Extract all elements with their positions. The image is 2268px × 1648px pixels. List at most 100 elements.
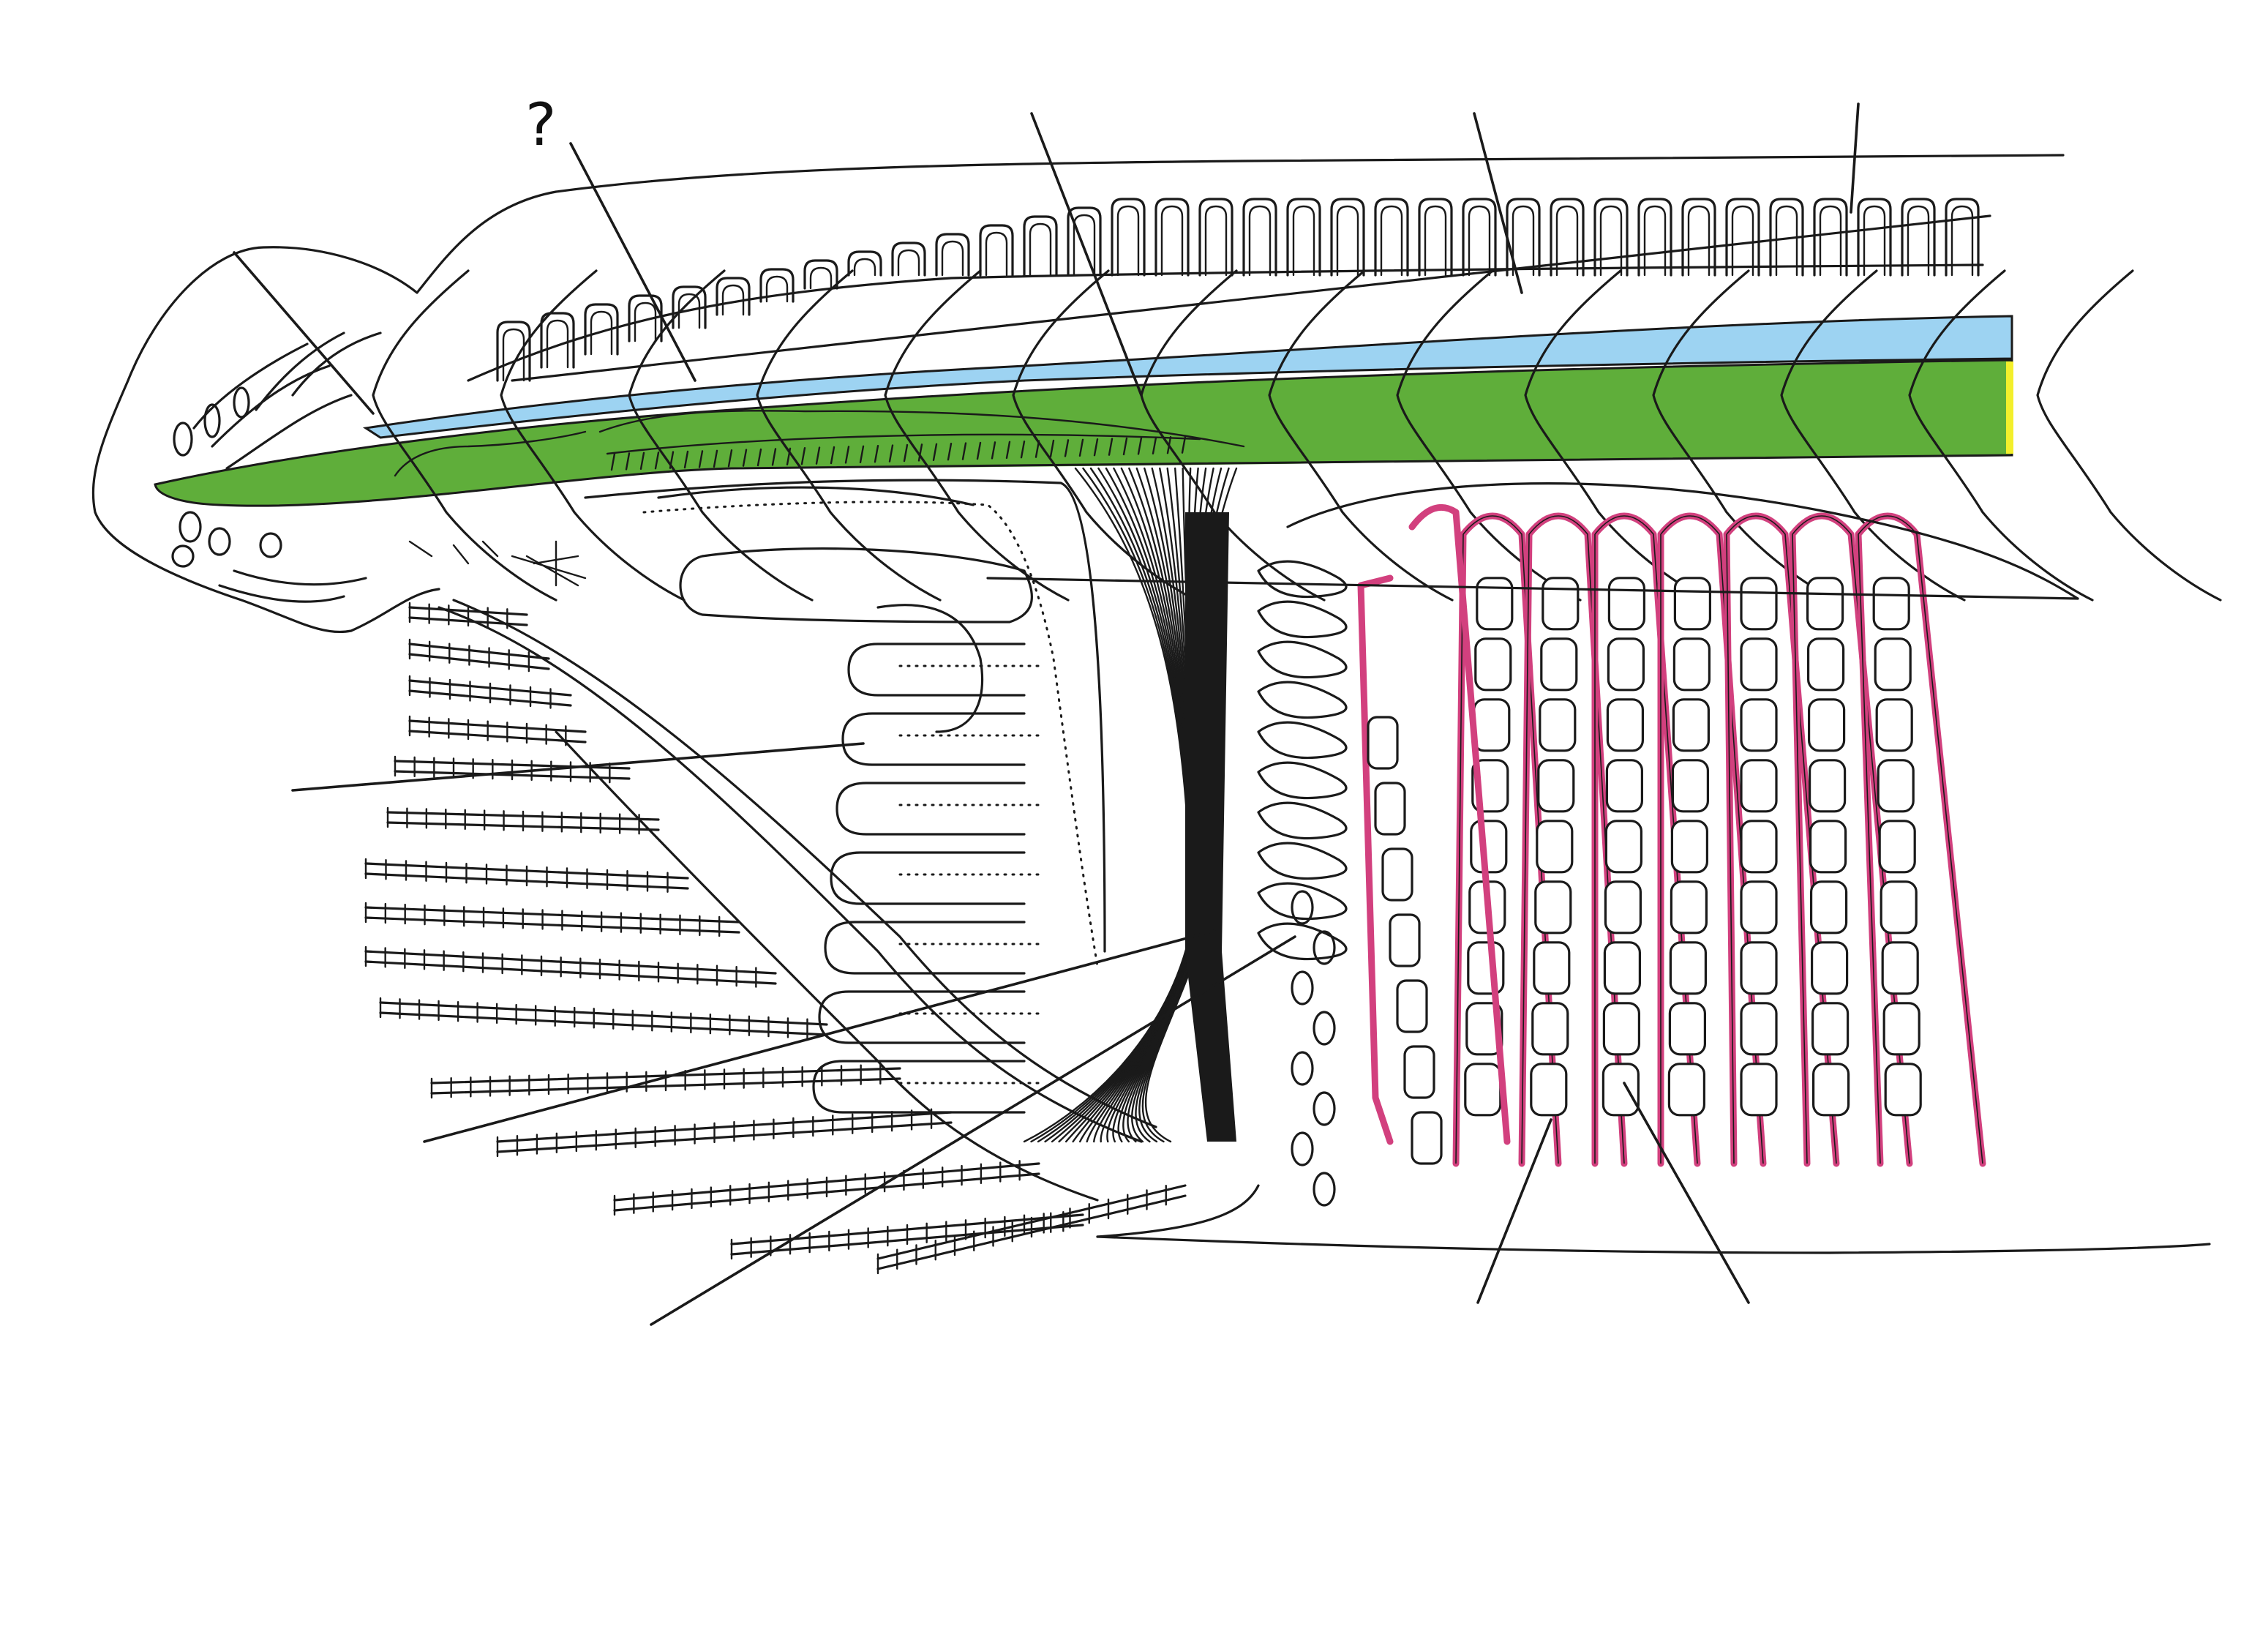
cirri-axis <box>555 730 1099 1202</box>
gonad-cell <box>1396 979 1428 1033</box>
notochord-comb-tick <box>742 449 748 467</box>
fin-ray-box <box>1330 198 1365 277</box>
notochord-comb-tick <box>713 449 718 468</box>
velar-tentacle <box>1257 842 1348 880</box>
notochord-comb-tick <box>991 441 996 460</box>
gill-fold <box>841 712 1026 766</box>
fin-ray-chamber <box>941 240 964 277</box>
dorsal-fin-rays <box>496 198 1991 382</box>
notochord-comb-tick <box>947 443 953 461</box>
gill-fold <box>824 921 1026 975</box>
fin-ray-box <box>1286 198 1321 277</box>
fin-ray-box <box>1813 198 1848 277</box>
gonad-cell <box>1740 941 1778 995</box>
fin-ray-box <box>847 250 882 277</box>
gonad-cell <box>1811 941 1849 995</box>
body-outline <box>91 154 2211 1254</box>
myoseptum <box>1780 269 1966 602</box>
notochord-comb-tick <box>1049 439 1055 458</box>
gonad-cell <box>1542 577 1580 631</box>
fin-ray-chamber <box>1599 205 1623 277</box>
fin-ray-box <box>1901 198 1936 277</box>
gill-fold <box>830 851 1026 905</box>
velar-tentacle <box>1313 1011 1336 1046</box>
notochord-comb-tick <box>1005 441 1011 459</box>
fin-ray-chamber <box>1248 205 1272 277</box>
gonad-cell <box>1476 577 1514 631</box>
gonad-cell <box>1673 577 1711 631</box>
fin-ray-chamber <box>985 231 1008 277</box>
fin-ray-box <box>1154 198 1190 277</box>
myoseptum <box>2036 269 2222 602</box>
notochord-comb-tick <box>771 448 777 466</box>
gonad-cell <box>1880 880 1918 935</box>
fin-ray-box <box>935 233 970 277</box>
leader-lines <box>233 102 1860 1326</box>
notochord-comb-tick <box>654 452 660 470</box>
gonad-cell <box>1670 880 1708 935</box>
cirrus-stem <box>379 1001 828 1026</box>
buccal-cirri <box>364 599 1187 1275</box>
notochord-comb-tick <box>815 446 821 465</box>
gonad-cell <box>1602 1063 1640 1117</box>
cirrus-stem <box>364 906 740 924</box>
gonad-cell <box>1536 820 1574 874</box>
fin-ray-chamber <box>1160 205 1184 277</box>
notochord-comb-tick <box>1137 437 1143 455</box>
gonad-cell <box>1874 637 1912 692</box>
gonad-cell <box>1882 1002 1920 1056</box>
fin-ray-chamber <box>1512 205 1535 277</box>
fin-ray-chamber <box>502 328 525 382</box>
gonad-wall <box>1357 574 1394 1145</box>
metapleural-line <box>1286 482 2079 600</box>
velar-tentacle <box>1257 761 1348 800</box>
fin-ray-chamber <box>1950 205 1974 277</box>
gill-fold <box>847 643 1026 697</box>
notochord-comb-tick <box>1108 438 1114 456</box>
notochord-comb-tick <box>1035 440 1040 458</box>
fin-ray-chamber <box>590 310 613 356</box>
velar-tentacle <box>1291 1051 1314 1086</box>
gonad-wall-outline <box>1521 515 1625 1164</box>
gonad-cell <box>1367 716 1399 770</box>
myoseptum <box>1268 269 1454 602</box>
notochord-comb-tick <box>786 447 792 465</box>
fin-ray-box <box>979 224 1014 277</box>
velar-tentacle <box>1257 922 1348 961</box>
gonad-cell <box>1807 637 1845 692</box>
velar-tentacle <box>1257 721 1348 760</box>
fin-ray-box <box>1681 198 1716 277</box>
gonad-cell <box>1806 577 1844 631</box>
gonad-cell <box>1671 759 1709 813</box>
gonad-cell <box>1667 1063 1705 1117</box>
cirrus-stem <box>408 719 587 733</box>
velar-tentacle <box>1313 930 1336 965</box>
notochord-comb-tick <box>683 450 689 469</box>
fin-ray-box <box>672 285 707 329</box>
notochord-comb-tick <box>1152 436 1157 454</box>
notochord-comb-tick <box>639 452 645 470</box>
gonad-cell <box>1607 637 1645 692</box>
velar-tentacle <box>1291 890 1314 925</box>
gonad-wall-outline <box>1455 515 1559 1164</box>
velar-tentacle <box>1313 1172 1336 1207</box>
fin-ray-chamber <box>1380 205 1403 277</box>
notochord-comb-tick <box>830 446 836 465</box>
pharynx <box>584 479 1106 1114</box>
notochord-comb-tick <box>727 449 733 468</box>
fin-ray-box <box>1506 198 1541 277</box>
gonad-cell <box>1534 880 1572 935</box>
notochord-comb-tick <box>859 445 865 463</box>
fin-ray-chamber <box>1907 205 1930 277</box>
fin-ray-chamber <box>1643 205 1667 277</box>
fin-ray-top-line <box>511 214 1991 382</box>
fin-ray-chamber <box>677 293 701 329</box>
notochord-comb-tick <box>800 447 806 465</box>
muscle-core <box>1185 512 1236 1142</box>
notochord-comb-tick <box>888 444 894 462</box>
gonad-cell <box>1474 637 1512 692</box>
notochord-comb-tick <box>1093 438 1099 457</box>
fin-ray-box <box>1945 198 1980 277</box>
gonad-cell <box>1809 820 1847 874</box>
